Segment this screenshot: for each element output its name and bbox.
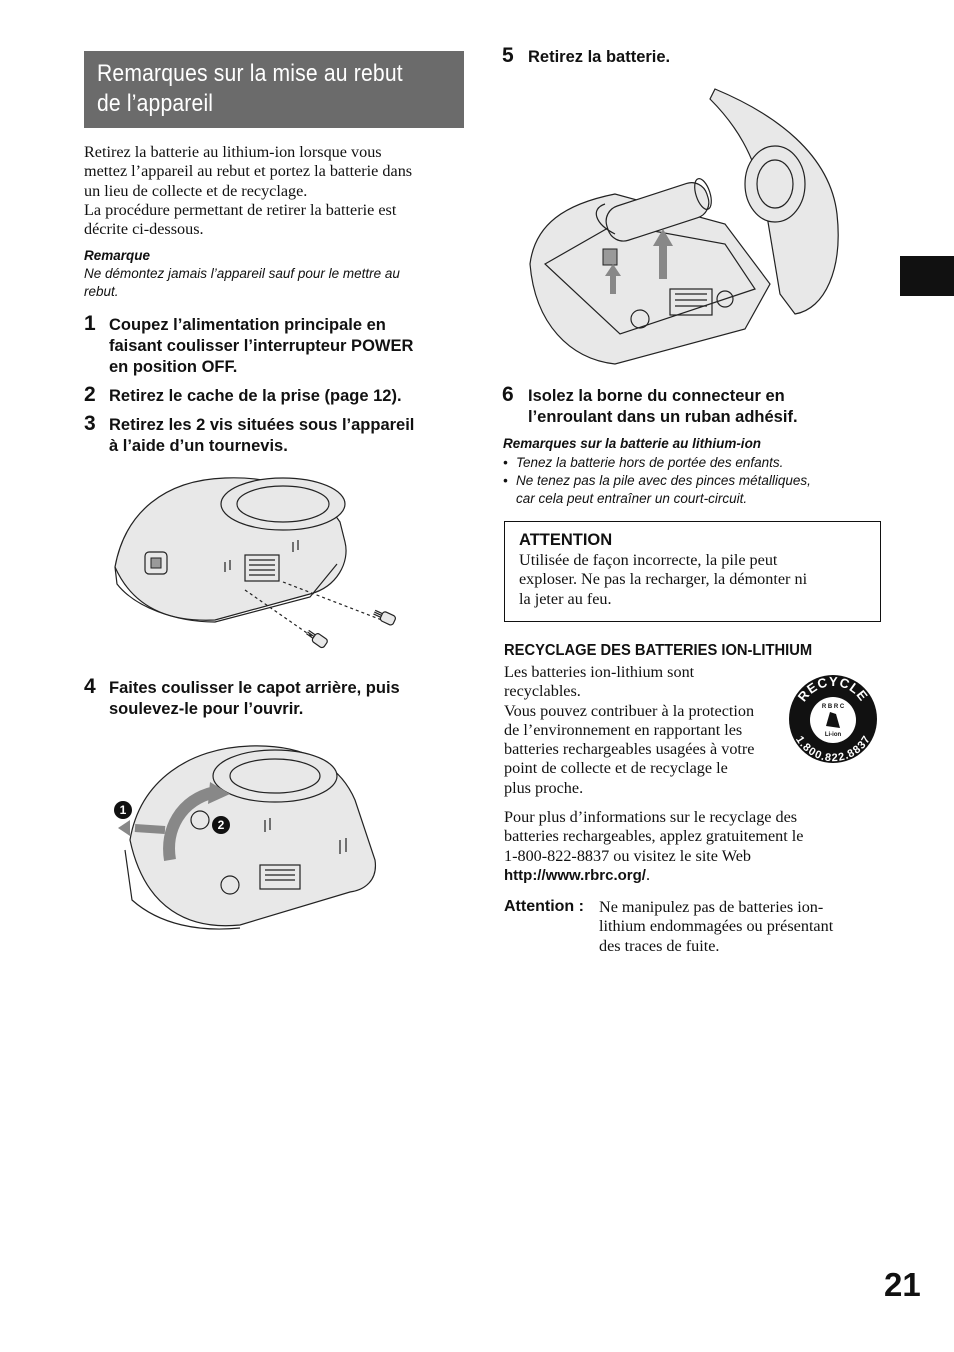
step-3-text: Retirez les 2 vis situées sous l’apparei… — [109, 415, 469, 457]
step-4-text: Faites coulisser le capot arrière, puis … — [109, 678, 469, 720]
step-line: Retirez les 2 vis situées sous l’apparei… — [109, 416, 415, 434]
step-line: soulevez-le pour l’ouvrir. — [109, 699, 304, 718]
list-item: • Tenez la batterie hors de portée des e… — [503, 455, 784, 470]
step-line: Retirez la batterie. — [528, 48, 671, 66]
recycling-heading: RECYCLAGE DES BATTERIES ION-LITHIUM — [504, 642, 813, 659]
rbrc-website-link[interactable]: http://www.rbrc.org/ — [504, 866, 646, 884]
step-number: 3 — [84, 412, 96, 435]
caution-text: Ne manipulez pas de batteries ion- lithi… — [599, 898, 834, 955]
step-number: 5 — [502, 44, 514, 67]
step-line: Coupez l’alimentation principale en — [109, 316, 386, 334]
section-title-banner: Remarques sur la mise au rebut de l’appa… — [84, 51, 464, 128]
intro-line: La procédure permettant de retirer la ba… — [84, 200, 397, 219]
step-line: faisant coulisser l’interrupteur POWER — [109, 336, 414, 355]
screw-removal-illustration — [114, 477, 396, 649]
step-1-text: Coupez l’alimentation principale en fais… — [109, 315, 469, 377]
step-line: en position OFF. — [109, 357, 238, 376]
callout-1: 1 — [114, 801, 132, 819]
note-heading: Remarque — [84, 248, 151, 263]
step-number: 1 — [84, 312, 96, 335]
step-6-text: Isolez la borne du connecteur en l’enrou… — [528, 386, 888, 428]
step-number: 4 — [84, 675, 96, 698]
step-number: 6 — [502, 383, 514, 406]
battery-notes-heading: Remarques sur la batterie au lithium-ion — [503, 436, 762, 451]
attention-heading: ATTENTION — [519, 531, 613, 549]
chapter-tab-marker — [900, 256, 954, 296]
recycling-info-paragraph: Pour plus d’informations sur le recyclag… — [504, 808, 804, 884]
note-line: Ne démontez jamais l’appareil sauf pour … — [84, 266, 400, 281]
attention-text: Utilisée de façon incorrecte, la pile pe… — [519, 551, 808, 608]
battery-notes-list: • Tenez la batterie hors de portée des e… — [503, 454, 883, 508]
cover-opening-illustration — [118, 745, 377, 930]
callout-2: 2 — [212, 816, 230, 834]
note-line: rebut. — [84, 284, 119, 299]
battery-removal-illustration — [529, 88, 839, 365]
step-line: Faites coulisser le capot arrière, puis — [109, 679, 400, 697]
intro-line: Retirez la batterie au lithium-ion lorsq… — [84, 143, 382, 161]
step-line: à l’aide d’un tournevis. — [109, 436, 288, 455]
step-number: 2 — [84, 383, 96, 406]
battery-icon — [826, 712, 840, 728]
rbrc-recycle-logo: RECYCLE 1.800.822.8837 R B R C Li-ion — [789, 674, 877, 764]
step-2-text: Retirez le cache de la prise (page 12). — [109, 386, 469, 407]
attention-box: ATTENTION Utilisée de façon incorrecte, … — [504, 521, 881, 622]
intro-line: mettez l’appareil au rebut et portez la … — [84, 162, 413, 181]
note-text: Ne démontez jamais l’appareil sauf pour … — [84, 265, 469, 301]
logo-battery-text: Li-ion — [825, 732, 842, 738]
caution-label: Attention : — [504, 898, 584, 915]
page-number: 21 — [884, 1266, 921, 1303]
list-item: • Ne tenez pas la pile avec des pinces m… — [503, 473, 811, 506]
logo-rbrc-text: R B R C — [822, 704, 845, 710]
recycling-paragraph: Les batteries ion-lithium sont recyclabl… — [504, 663, 755, 797]
intro-line: décrite ci-dessous. — [84, 220, 204, 239]
step-line: Isolez la borne du connecteur en — [528, 387, 785, 405]
step-line: l’enroulant dans un ruban adhésif. — [528, 407, 798, 426]
intro-paragraph: Retirez la batterie au lithium-ion lorsq… — [84, 143, 464, 239]
intro-line: un lieu de collecte et de recyclage. — [84, 181, 308, 200]
section-title: Remarques sur la mise au rebut de l’appa… — [97, 60, 403, 117]
step-5-text: Retirez la batterie. — [528, 47, 888, 68]
step-line: Retirez le cache de la prise (page 12). — [109, 387, 402, 405]
